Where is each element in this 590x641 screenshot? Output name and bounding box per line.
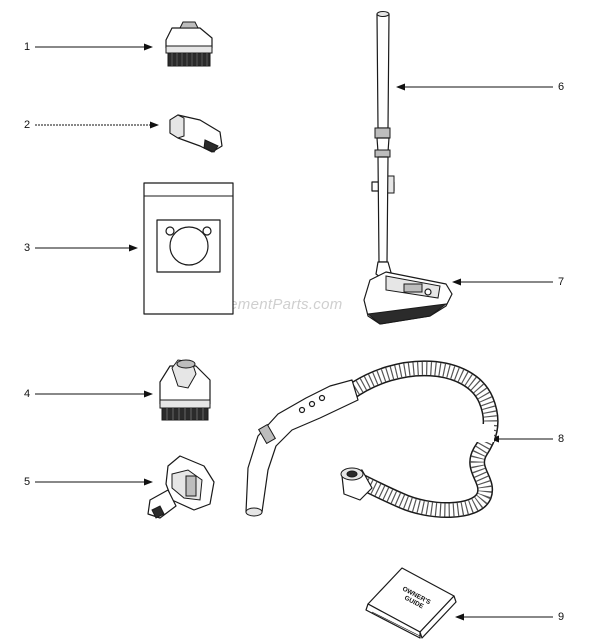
crevice-nozzle-icon	[169, 114, 223, 153]
arrowhead-9	[455, 613, 464, 621]
power-nozzle-icon	[363, 261, 453, 325]
part-number-7: 7	[558, 276, 564, 288]
dust-bag-icon	[143, 182, 234, 315]
part-number-3: 3	[24, 242, 30, 254]
part-number-5: 5	[24, 476, 30, 488]
part-number-4: 4	[24, 388, 30, 400]
arrowhead-7	[452, 278, 461, 286]
part-number-2: 2	[24, 119, 30, 131]
upholstery-brush-icon	[159, 359, 211, 421]
callout-7: 7	[452, 276, 564, 288]
callout-5: 5	[24, 476, 153, 488]
arrowhead-4	[144, 390, 153, 398]
arrowhead-2	[150, 121, 159, 129]
arrowhead-1	[144, 43, 153, 51]
wand-icon	[371, 11, 395, 263]
dusting-brush-icon	[165, 21, 213, 67]
callout-9: 9	[455, 611, 564, 623]
owners-guide-icon: OWNER'S GUIDE	[365, 567, 457, 639]
part-number-1: 1	[24, 41, 30, 53]
part-number-8: 8	[558, 433, 564, 445]
hose-icon	[245, 360, 499, 518]
part-number-6: 6	[558, 81, 564, 93]
callout-4: 4	[24, 388, 153, 400]
callout-6: 6	[396, 81, 564, 93]
callout-8: 8	[490, 433, 564, 445]
arrowhead-6	[396, 83, 405, 91]
callout-1: 1	[24, 41, 153, 53]
callout-3: 3	[24, 242, 138, 254]
part-number-9: 9	[558, 611, 564, 623]
arrowhead-3	[129, 244, 138, 252]
upholstery-nozzle-icon	[147, 455, 215, 519]
callout-2: 2	[24, 119, 159, 131]
arrowhead-5	[144, 478, 153, 486]
